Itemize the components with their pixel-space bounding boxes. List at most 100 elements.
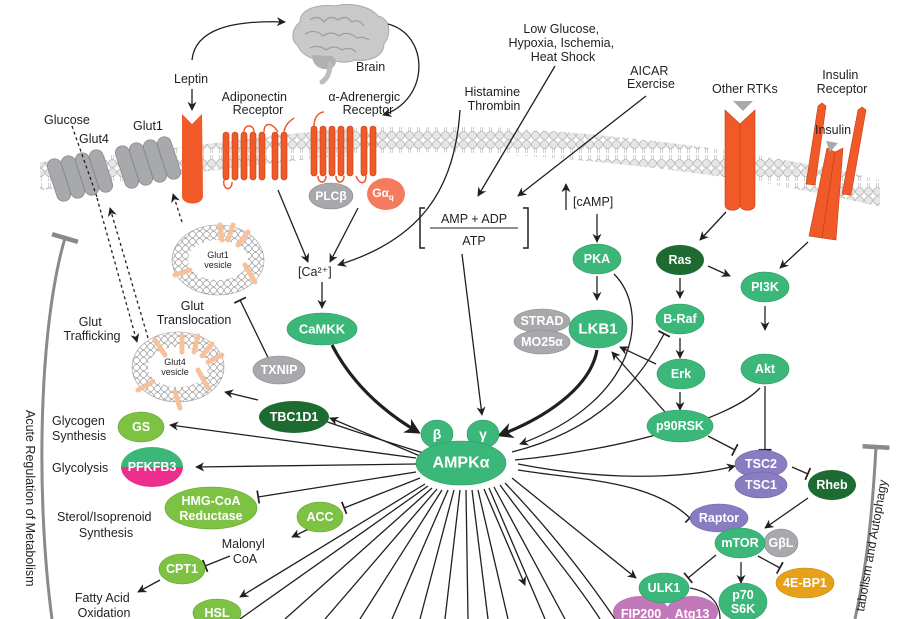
glut1-transporter bbox=[114, 136, 182, 189]
lkb1-node: LKB1 bbox=[568, 309, 628, 349]
gbl-node: GβL bbox=[763, 528, 799, 558]
tbc1d1-to-glut4-arrow bbox=[224, 389, 259, 401]
svg-text:TXNIP: TXNIP bbox=[261, 363, 298, 377]
svg-text:AMP + ADP: AMP + ADP bbox=[441, 212, 507, 226]
fatty-acid-oxidation-label: Fatty Acid Oxidation bbox=[75, 591, 133, 619]
amp-atp-ratio: AMP + ADP ATP bbox=[419, 207, 529, 249]
svg-text:p90RSK: p90RSK bbox=[656, 419, 704, 433]
ampk-to-gs-arrow bbox=[169, 421, 417, 459]
svg-text:p70: p70 bbox=[732, 588, 754, 602]
gs-node: GS bbox=[117, 411, 165, 443]
sterol-synthesis-label: Sterol/Isoprenoid Synthesis bbox=[57, 510, 155, 540]
glycolysis-label: Glycolysis bbox=[52, 461, 108, 475]
svg-text:TBC1D1: TBC1D1 bbox=[270, 410, 319, 424]
raptor-node: Raptor bbox=[689, 503, 749, 533]
akt-to-ampk-line bbox=[514, 387, 761, 461]
camkk-to-ampk-arrow bbox=[330, 344, 421, 434]
malonyl-inhibits-cpt1 bbox=[201, 555, 231, 573]
svg-text:β: β bbox=[433, 426, 442, 442]
erk-node: Erk bbox=[656, 358, 706, 390]
hmgcoa-reductase-node: HMG-CoA Reductase bbox=[164, 486, 258, 530]
svg-text:γ: γ bbox=[479, 426, 487, 442]
other-rtk-ligand-icon bbox=[733, 101, 753, 111]
insulin-label: Insulin bbox=[815, 123, 851, 137]
svg-text:FIP200: FIP200 bbox=[621, 607, 661, 619]
hsl-node: HSL bbox=[192, 598, 242, 619]
svg-text:STRAD: STRAD bbox=[520, 314, 563, 328]
akt-node: Akt bbox=[740, 353, 790, 385]
svg-text:AMPKα: AMPKα bbox=[433, 455, 490, 472]
svg-text:PKA: PKA bbox=[584, 252, 610, 266]
glut4-internalization-arrow bbox=[96, 197, 140, 343]
tbc1d1-node: TBC1D1 bbox=[259, 401, 329, 433]
cpt1-node: CPT1 bbox=[158, 553, 206, 585]
svg-text:HSL: HSL bbox=[205, 606, 230, 619]
brain-icon bbox=[292, 3, 390, 85]
ulk1-node: ULK1 bbox=[638, 572, 690, 604]
svg-text:TSC1: TSC1 bbox=[745, 478, 777, 492]
camkk-node: CaMKK bbox=[286, 312, 358, 346]
rheb-to-mtor-arrow bbox=[764, 497, 809, 529]
mtor-inhibits-4ebp1 bbox=[757, 555, 784, 575]
rheb-node: Rheb bbox=[808, 470, 856, 500]
ras-to-pi3k-arrow bbox=[707, 265, 731, 277]
svg-text:ACC: ACC bbox=[306, 510, 333, 524]
svg-text:ATP: ATP bbox=[462, 234, 485, 248]
tsc2-node: TSC2 bbox=[734, 449, 788, 479]
ratio-to-ampk-arrow bbox=[461, 253, 486, 416]
camp-label: [cAMP] bbox=[573, 195, 613, 209]
ampk-to-tsc2-arrow bbox=[517, 463, 736, 477]
alpha-adrenergic-receptor bbox=[310, 125, 377, 177]
leptin-label: Leptin bbox=[174, 72, 208, 86]
svg-text:PLCβ: PLCβ bbox=[315, 189, 346, 203]
svg-text:TSC2: TSC2 bbox=[745, 457, 777, 471]
strad-node: STRAD bbox=[513, 308, 571, 334]
plcb-node: PLCβ bbox=[308, 182, 354, 210]
ampk-inhibits-braf bbox=[511, 330, 671, 453]
svg-text:MO25α: MO25α bbox=[521, 335, 563, 349]
svg-text:Erk: Erk bbox=[671, 367, 691, 381]
ampk-to-hsl-arrow bbox=[239, 483, 426, 598]
calcium-label: [Ca²⁺] bbox=[298, 265, 332, 279]
pka-to-ampk-arrow bbox=[519, 273, 633, 446]
brain-label: Brain bbox=[356, 60, 385, 74]
adiponectin-receptor bbox=[222, 131, 288, 181]
ampk-inhibits-raptor bbox=[517, 469, 695, 524]
insulin-ligand-icon bbox=[826, 141, 838, 152]
insulin-receptor bbox=[805, 102, 867, 241]
svg-text:Atg13: Atg13 bbox=[675, 607, 710, 619]
low-glucose-label: Low Glucose, Hypoxia, Ischemia, Heat Sho… bbox=[508, 22, 617, 64]
svg-text:PFKFB3: PFKFB3 bbox=[128, 460, 177, 474]
pfkfb3-node: PFKFB3 bbox=[121, 447, 183, 487]
txnip-node: TXNIP bbox=[252, 355, 306, 385]
svg-text:Rheb: Rheb bbox=[816, 478, 848, 492]
svg-text:CPT1: CPT1 bbox=[166, 562, 198, 576]
4ebp1-node: 4E-BP1 bbox=[775, 567, 835, 599]
svg-text:Reductase: Reductase bbox=[179, 509, 242, 523]
svg-text:Gαq: Gαq bbox=[372, 186, 394, 202]
gaq-node: Gαq bbox=[367, 178, 405, 210]
svg-text:Ras: Ras bbox=[669, 253, 692, 267]
ulk1-feedback-line bbox=[689, 587, 721, 619]
glucose-label: Glucose bbox=[44, 113, 90, 127]
other-rtk-receptor bbox=[724, 109, 756, 211]
rtk-to-ras-arrow bbox=[699, 211, 727, 241]
ampk-inhibits-acc bbox=[341, 477, 421, 515]
svg-text:Akt: Akt bbox=[755, 362, 776, 376]
ir-to-pi3k-arrow bbox=[779, 241, 809, 269]
svg-text:mTOR: mTOR bbox=[721, 536, 758, 550]
ampk-alpha-node: AMPKα bbox=[415, 440, 507, 486]
pka-node: PKA bbox=[572, 243, 622, 275]
glut-translocation-label: Glut Translocation bbox=[157, 299, 232, 327]
other-rtks-label: Other RTKs bbox=[712, 82, 778, 96]
brain-to-adrenergic-arrow bbox=[382, 23, 420, 117]
erk-to-lkb1-arrow bbox=[619, 346, 657, 365]
adiponectin-receptor-label: Adiponectin Receptor bbox=[222, 90, 291, 117]
svg-text:GβL: GβL bbox=[769, 536, 794, 550]
glut1-translocation-arrow bbox=[171, 193, 183, 223]
svg-text:Raptor: Raptor bbox=[699, 511, 739, 525]
